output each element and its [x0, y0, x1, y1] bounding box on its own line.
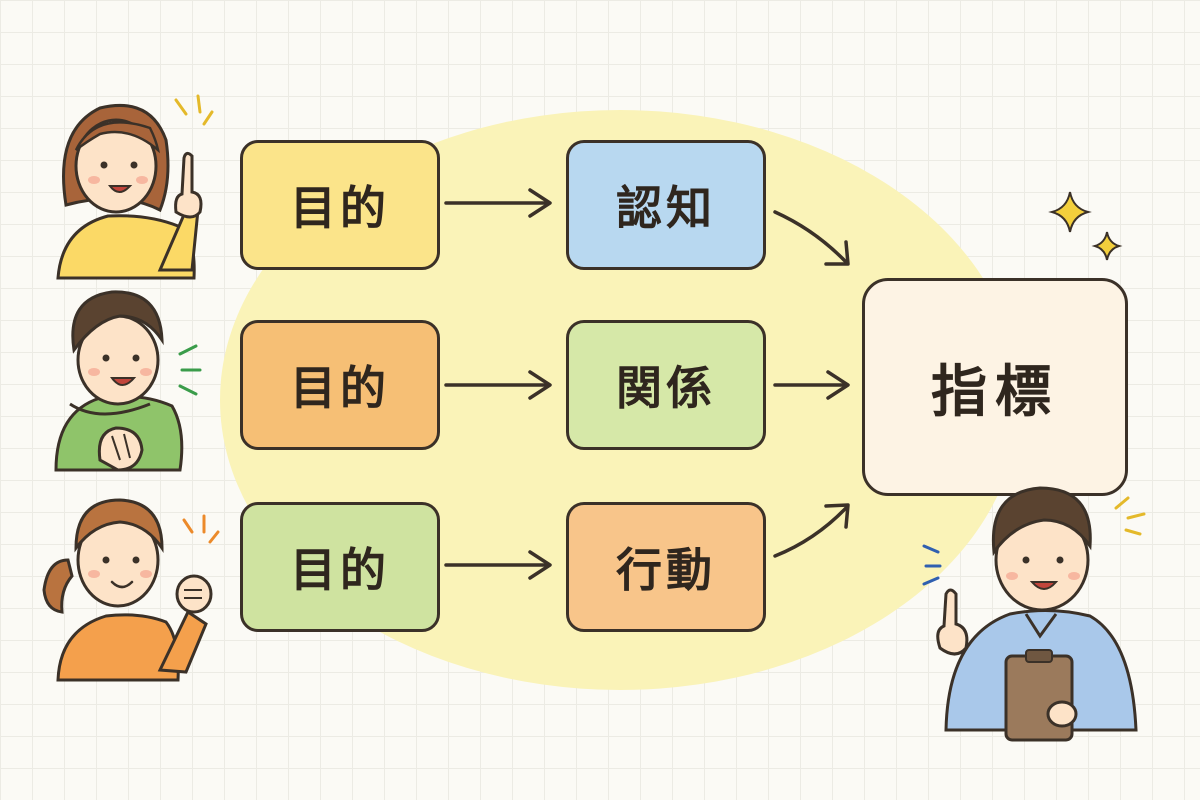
awareness-box: 認知 [566, 140, 766, 270]
goal-box-2: 目的 [240, 320, 440, 450]
goal-box-1: 目的 [240, 140, 440, 270]
kpi-label: 指標 [931, 359, 1059, 425]
goal-label-2: 目的 [290, 361, 390, 415]
action-box: 行動 [566, 502, 766, 632]
goal-label-1: 目的 [290, 181, 390, 235]
kpi-box: 指標 [862, 278, 1128, 496]
action-label: 行動 [616, 543, 716, 597]
relationship-label: 関係 [616, 361, 716, 415]
goal-label-3: 目的 [290, 543, 390, 597]
relationship-box: 関係 [566, 320, 766, 450]
goal-box-3: 目的 [240, 502, 440, 632]
awareness-label: 認知 [616, 181, 716, 235]
